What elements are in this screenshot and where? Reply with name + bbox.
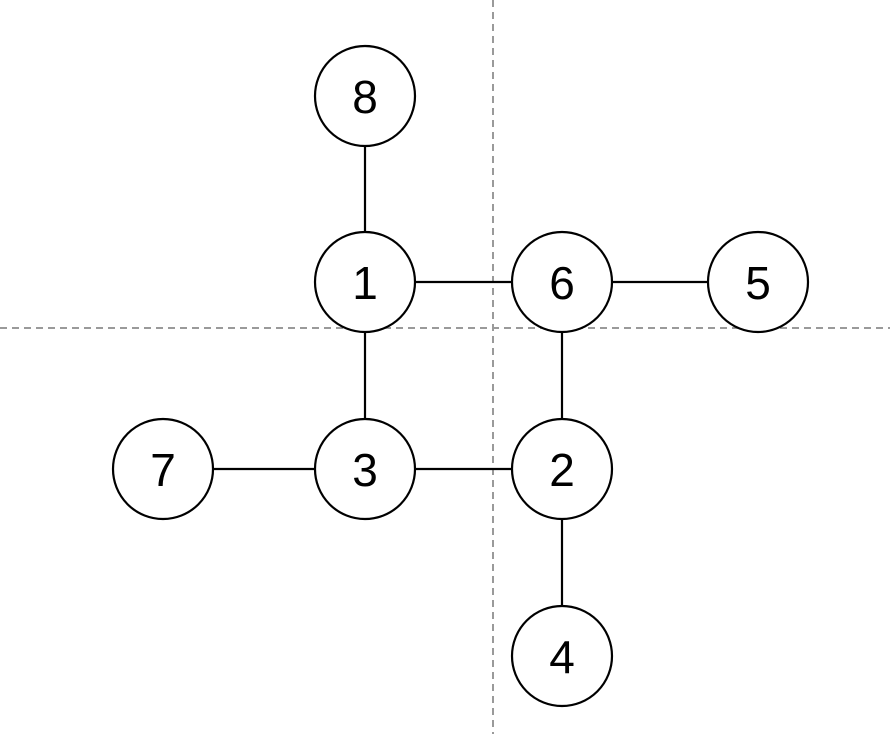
edges-layer (213, 146, 708, 606)
node-label-2: 2 (549, 444, 575, 496)
node-circle-1[interactable] (313, 230, 417, 334)
graph-node-6[interactable]: 6 (510, 230, 614, 334)
node-circle-7[interactable] (111, 417, 215, 521)
graph-node-1[interactable]: 1 (313, 230, 417, 334)
graph-node-8[interactable]: 8 (313, 44, 417, 148)
node-label-7: 7 (150, 444, 176, 496)
node-circle-5[interactable] (706, 230, 810, 334)
node-label-5: 5 (745, 257, 771, 309)
node-circle-2[interactable] (510, 417, 614, 521)
node-label-8: 8 (352, 71, 378, 123)
nodes-layer: 8 1 6 5 7 3 2 4 (111, 44, 810, 708)
node-circle-8[interactable] (313, 44, 417, 148)
graph-node-3[interactable]: 3 (313, 417, 417, 521)
node-circle-4[interactable] (510, 604, 614, 708)
node-label-3: 3 (352, 444, 378, 496)
node-circle-3[interactable] (313, 417, 417, 521)
node-label-4: 4 (549, 631, 575, 683)
node-label-6: 6 (549, 257, 575, 309)
graph-node-4[interactable]: 4 (510, 604, 614, 708)
graph-node-7[interactable]: 7 (111, 417, 215, 521)
node-label-1: 1 (352, 257, 378, 309)
node-circle-6[interactable] (510, 230, 614, 334)
graph-node-2[interactable]: 2 (510, 417, 614, 521)
graph-node-5[interactable]: 5 (706, 230, 810, 334)
